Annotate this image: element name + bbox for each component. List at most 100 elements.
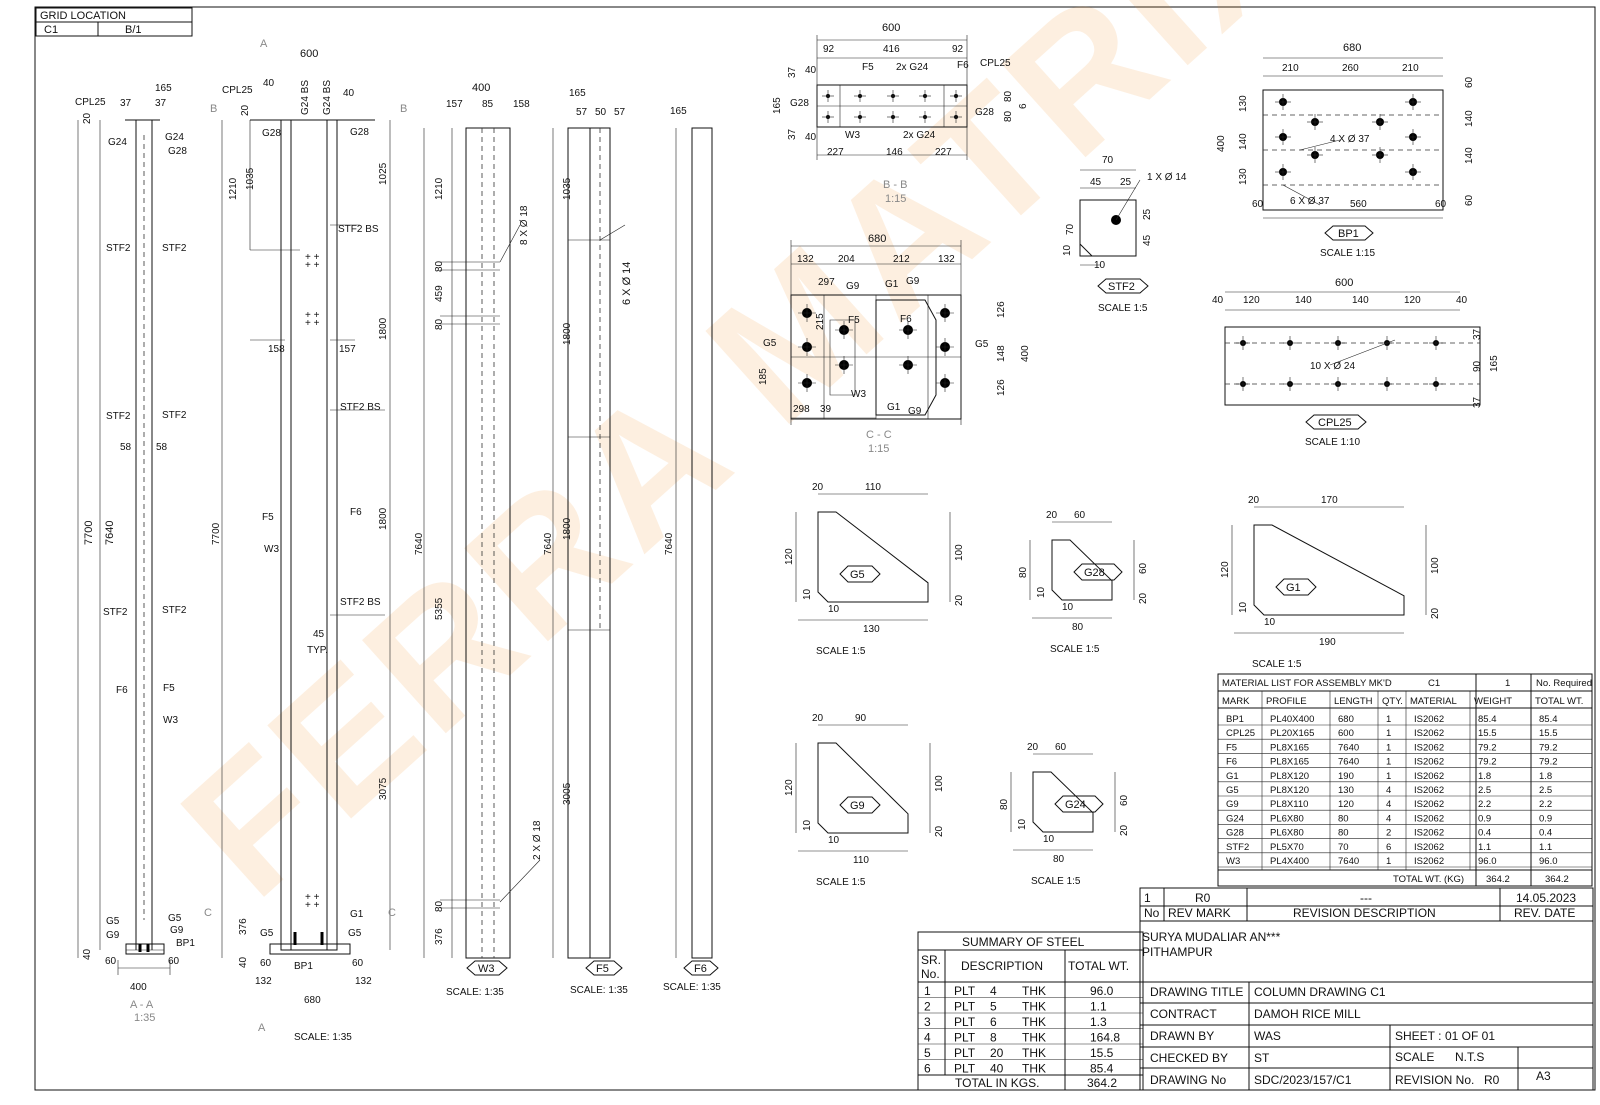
material-list-header: LENGTH	[1334, 696, 1373, 707]
table-cell: 1.1	[1090, 1000, 1107, 1014]
f5-dim-57b: 57	[614, 107, 626, 118]
revision-no: 1	[1144, 891, 1151, 905]
cc-label-f6: F6	[900, 314, 912, 325]
material-list-header: QTY.	[1382, 696, 1403, 707]
checked-by-label: CHECKED BY	[1150, 1051, 1228, 1065]
watermark-text: FERRA MATRIX	[145, 0, 1342, 934]
material-list-total-a: 364.2	[1486, 874, 1510, 885]
bb-dim-227a: 227	[827, 147, 844, 158]
w3-dim-400: 400	[472, 82, 490, 94]
table-cell: 1	[924, 984, 931, 998]
aa-dim-w58b: 58	[156, 442, 168, 453]
w3-holes-top: 8 X Ø 18	[519, 205, 530, 245]
elev-dim-60b: 60	[352, 958, 364, 969]
gusset-dim-small-bottom: 10	[828, 604, 840, 615]
bp1-dim-60d: 60	[1435, 199, 1447, 210]
f5-dim-1800b: 1800	[562, 517, 573, 540]
table-cell: PL20X165	[1270, 728, 1314, 739]
gusset-dim-small-left: 10	[1238, 601, 1249, 613]
aa-dim-top37a: 37	[120, 98, 132, 109]
cc-dim-148: 148	[996, 345, 1007, 362]
gusset-dim-bottom: 190	[1319, 637, 1336, 648]
elev-dim-157: 157	[339, 344, 356, 355]
table-cell: 20	[990, 1046, 1004, 1060]
table-cell: 96.0	[1090, 984, 1114, 998]
material-list-qty: 1	[1505, 678, 1510, 689]
aa-label-g9r: G9	[170, 925, 184, 936]
gusset-dim-right: 60	[1138, 562, 1149, 574]
cc-dim-680: 680	[868, 233, 886, 245]
view-part-cpl25: 600 40 120 140 140 120 40 37 90 37 165 1…	[1212, 277, 1500, 448]
aa-label-bp1: BP1	[176, 938, 195, 949]
table-cell: 2.2	[1478, 799, 1491, 810]
table-cell: THK	[1022, 1046, 1046, 1060]
bb-dim-37b: 37	[787, 128, 798, 140]
bb-dim-600: 600	[882, 22, 900, 34]
cc-dim-215: 215	[815, 313, 826, 330]
aa-label-g9l: G9	[106, 930, 120, 941]
table-cell: 4	[1386, 813, 1391, 824]
bb-dim-416: 416	[883, 44, 900, 55]
elev-section-b-right: B	[400, 103, 407, 115]
bp1-dim-140b: 140	[1464, 110, 1475, 127]
stf2-dim-45: 45	[1090, 177, 1102, 188]
bb-label-g28-right: G28	[975, 107, 994, 118]
drawn-by-label: DRAWN BY	[1150, 1029, 1214, 1043]
table-cell: 85.4	[1539, 714, 1558, 725]
table-cell: PL8X110	[1270, 799, 1308, 810]
table-cell: 7640	[1338, 856, 1359, 867]
elev-dim-7700: 7700	[211, 522, 222, 545]
table-cell: G1	[1226, 771, 1239, 782]
summary-title: SUMMARY OF STEEL	[962, 935, 1085, 949]
elev-dim-680: 680	[304, 995, 321, 1006]
cc-dim-204: 204	[838, 254, 855, 265]
table-cell: 85.4	[1478, 714, 1497, 725]
material-list-header: MARK	[1222, 696, 1250, 707]
elev-label-g24bs2: G24 BS	[322, 80, 333, 115]
gusset-dim-top: 170	[1321, 495, 1338, 506]
summary-header-description: DESCRIPTION	[961, 959, 1043, 973]
sheet-label: SHEET :	[1395, 1029, 1441, 1043]
cpl25-dim-600: 600	[1335, 277, 1353, 289]
f5-dim-7640: 7640	[543, 532, 554, 555]
aa-dim-right60: 60	[168, 956, 180, 967]
table-cell: THK	[1022, 1031, 1046, 1045]
elev-dim-top600: 600	[300, 48, 318, 60]
table-cell: IS2062	[1414, 757, 1444, 768]
gusset-dim-small-bottom: 10	[828, 835, 840, 846]
svg-text:+ +: + +	[305, 252, 320, 263]
table-cell: PL40X400	[1270, 714, 1314, 725]
table-cell: PLT	[954, 1031, 976, 1045]
table-cell: 4	[990, 984, 997, 998]
cc-dim-39: 39	[820, 404, 832, 415]
aa-title: A - A	[130, 999, 154, 1011]
aa-dim-top37b: 37	[155, 98, 167, 109]
stf2-dim-25r: 25	[1142, 208, 1153, 220]
gusset-dim-right: 100	[1430, 557, 1441, 574]
revision-header-date: REV. DATE	[1514, 906, 1575, 920]
elev-label-stf2bs2: STF2 BS	[340, 402, 381, 413]
f5-holes: 6 X Ø 14	[621, 262, 633, 305]
aa-label-cpl25: CPL25	[75, 97, 106, 108]
aa-dim-top165: 165	[155, 83, 172, 94]
elev-dim-1025: 1025	[378, 162, 389, 185]
gusset-mark-tag	[1073, 563, 1123, 581]
table-cell: 1.3	[1090, 1015, 1107, 1029]
aa-label-f6: F6	[116, 685, 128, 696]
table-cell: PLT	[954, 984, 976, 998]
elev-section-b-left: B	[210, 103, 217, 115]
bp1-dim-130b: 130	[1238, 168, 1249, 185]
table-cell: 1.8	[1478, 771, 1491, 782]
w3-dim-80c: 80	[434, 900, 445, 912]
elev-dim-20: 20	[240, 104, 251, 116]
table-cell: 15.5	[1478, 728, 1497, 739]
grid-location-box: GRID LOCATION C1 B/1	[35, 7, 193, 37]
drawing-title: COLUMN DRAWING C1	[1254, 985, 1386, 999]
stf2-dim-70w: 70	[1102, 155, 1114, 166]
view-front-elevation: + ++ + + ++ + + ++ + A B B C C A 600 40 …	[204, 38, 407, 1043]
